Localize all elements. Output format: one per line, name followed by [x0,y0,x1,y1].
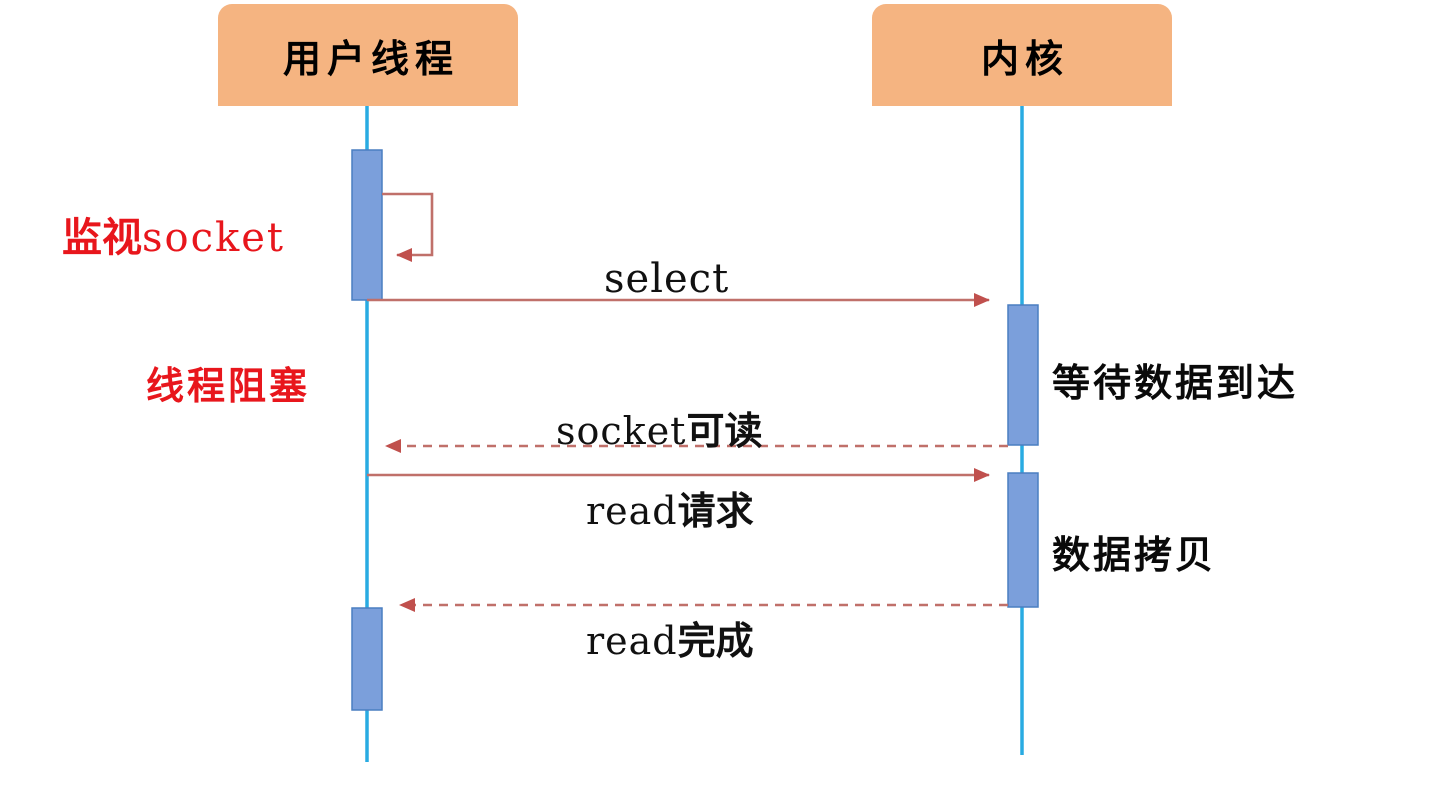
note-monitor-socket-cjk: 监视 [62,215,142,261]
activation-kernel-wait [1007,304,1039,446]
message-label-select: select [604,256,730,302]
participant-label-user: 用户线程 [282,36,459,81]
note-thread-blocked: 线程阻塞 [146,364,311,408]
message-label-read-request-cjk: 请求 [677,489,754,533]
note-wait-data: 等待数据到达 [1052,361,1299,405]
activation-user-read-done [351,607,383,711]
message-label-socket-readable-cjk: 可读 [686,409,763,453]
message-label-socket-readable-latin: socket [556,409,687,453]
activation-user-monitor [351,149,383,301]
message-self-monitor-socket [382,192,434,262]
message-label-read-request: read请求 [586,480,754,535]
message-label-read-complete: read完成 [586,610,754,665]
participant-header-kernel[interactable]: 内核 [872,4,1172,106]
note-monitor-socket-latin: socket [142,215,285,261]
message-label-read-request-latin: read [586,489,678,533]
participant-label-kernel: 内核 [980,36,1069,81]
note-monitor-socket: 监视socket [62,205,285,263]
message-label-socket-readable: socket可读 [556,400,762,455]
activation-kernel-copy [1007,472,1039,608]
participant-header-user[interactable]: 用户线程 [218,4,518,106]
note-data-copy: 数据拷贝 [1052,533,1217,577]
message-label-read-complete-latin: read [586,619,678,663]
message-label-read-complete-cjk: 完成 [677,619,754,663]
